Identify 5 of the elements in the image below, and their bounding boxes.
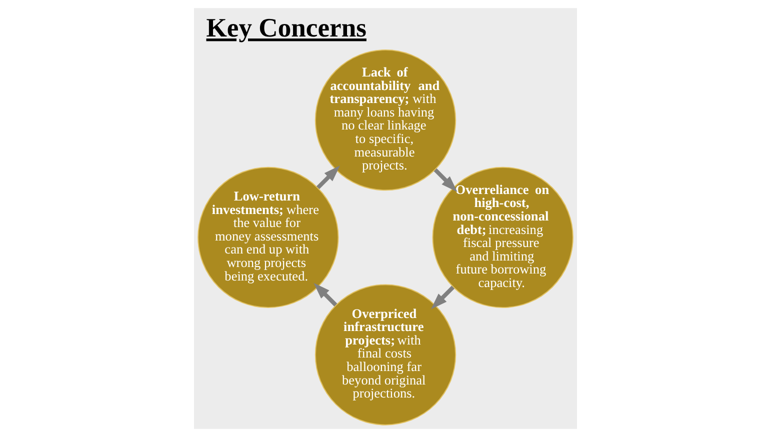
diagram-title: Key Concerns: [206, 12, 366, 43]
arrow: [316, 166, 340, 190]
arrow: [430, 286, 455, 310]
arrow: [434, 168, 458, 192]
arrow: [314, 282, 338, 306]
